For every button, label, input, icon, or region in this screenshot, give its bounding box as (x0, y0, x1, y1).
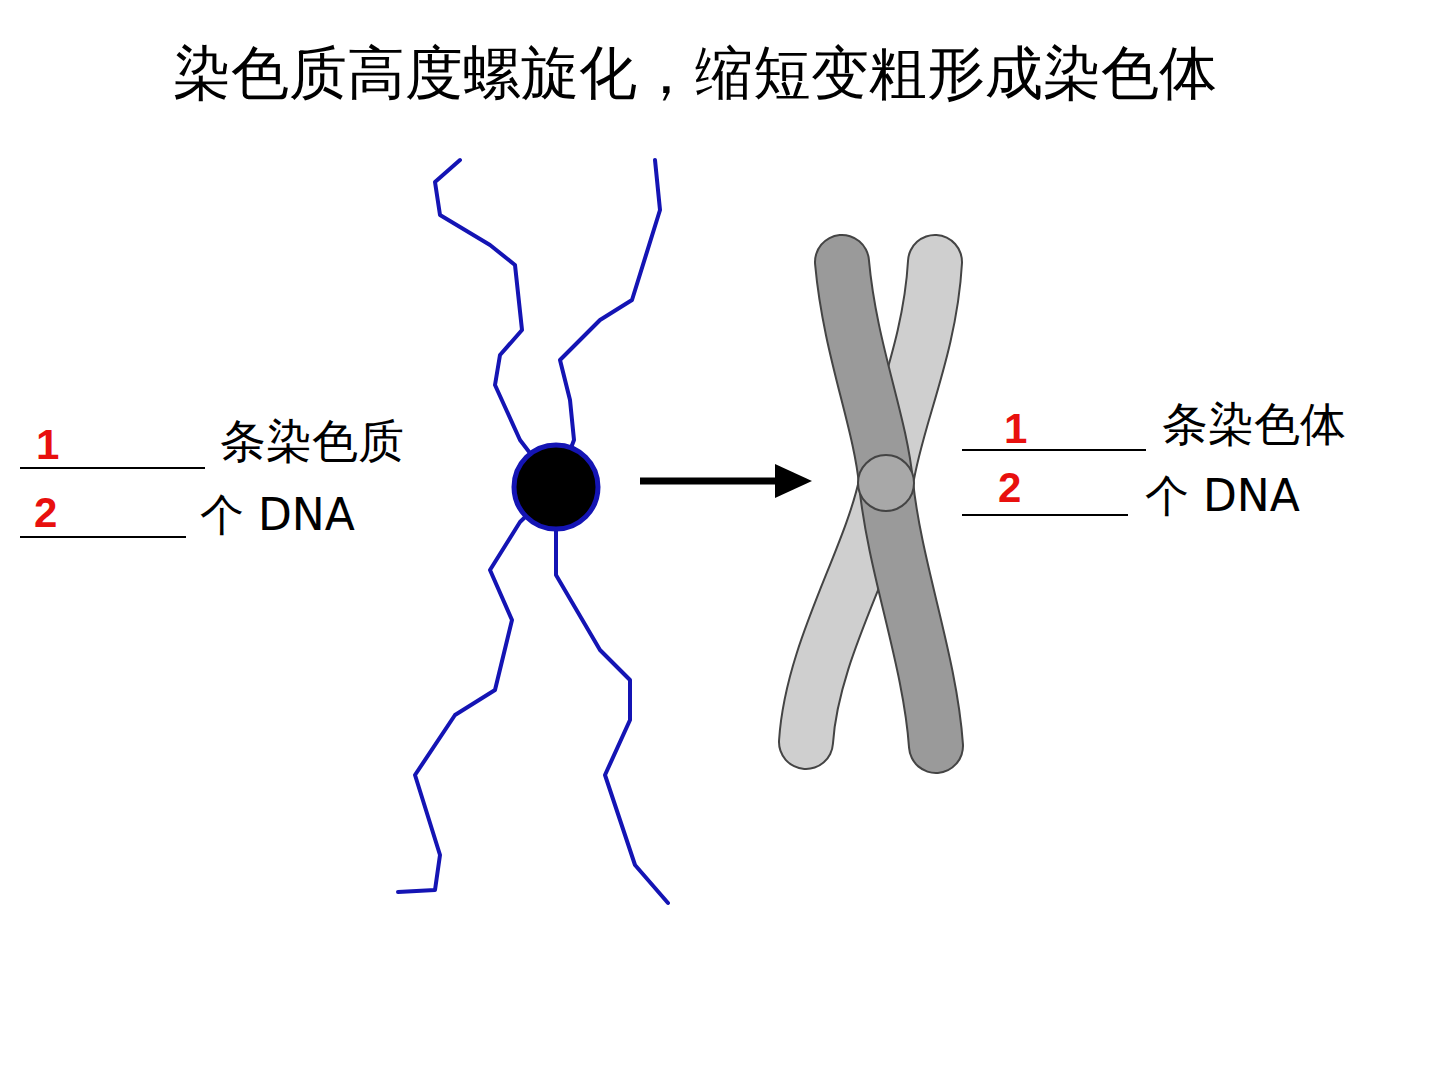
callout-number: 1 (1004, 408, 1027, 450)
callout-number: 2 (998, 467, 1021, 509)
callout-number: 2 (34, 492, 57, 534)
centromere-dot (514, 445, 598, 529)
chromosome (806, 262, 936, 746)
transform-arrow (640, 464, 812, 498)
chromatin-strands (398, 160, 668, 903)
count-label: 条染色体 (1162, 401, 1346, 447)
diagram-title: 染色质高度螺旋化，缩短变粗形成染色体 (173, 44, 1217, 102)
count-label: 个 DNA (200, 493, 355, 537)
count-label: 个 DNA (1145, 474, 1300, 518)
blank-underlines (20, 450, 1146, 537)
count-label: 条染色质 (220, 418, 404, 464)
callout-number: 1 (36, 424, 59, 466)
